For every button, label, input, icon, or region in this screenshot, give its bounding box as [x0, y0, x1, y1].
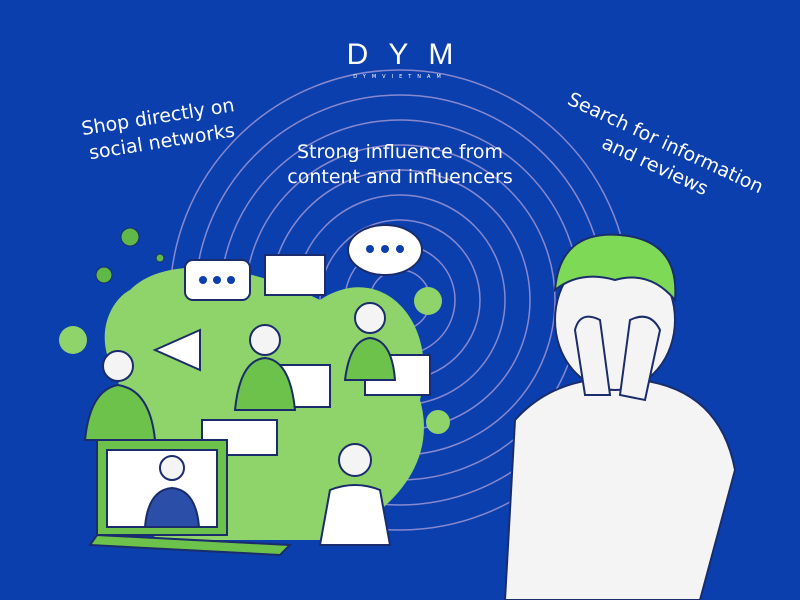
people-figures: [83, 302, 397, 546]
virus-icons: [95, 227, 165, 284]
brand-logo: DYM DYMVIETNAM: [0, 38, 800, 80]
logo-mark: DYM: [346, 38, 474, 71]
speech-bubbles: [184, 224, 431, 456]
caption-influence: Strong influence from content and influe…: [287, 141, 513, 188]
logo-subtitle: DYMVIETNAM: [353, 74, 447, 80]
laptop: [88, 439, 293, 557]
stressed-person: [503, 233, 737, 600]
